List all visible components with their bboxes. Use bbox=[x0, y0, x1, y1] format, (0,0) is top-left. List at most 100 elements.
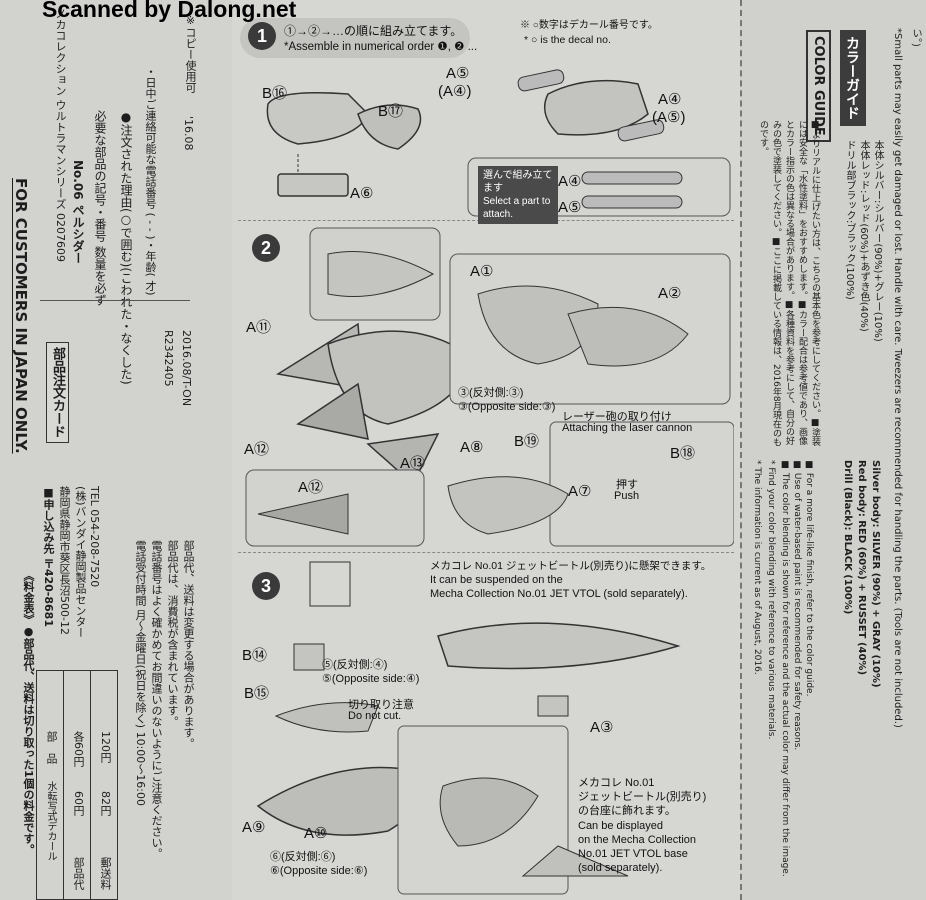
watermark: Scanned by Dalong.net bbox=[42, 0, 297, 22]
label-b14: B⑭ bbox=[242, 647, 268, 664]
select-a5: A⑤ bbox=[558, 199, 582, 216]
label-b15: B⑮ bbox=[244, 685, 270, 702]
customers-note: FOR CUSTOMERS IN JAPAN ONLY. bbox=[12, 178, 30, 454]
copy-note: ※コピー使用可 bbox=[184, 14, 197, 93]
step1-jp: ①→②→…の順に組み立てます。 bbox=[284, 24, 463, 38]
decal-note-jp: ※ ○数字はデカール番号です。 bbox=[520, 20, 658, 31]
fee-row-post-value: 120円 bbox=[99, 731, 112, 763]
color-guide-panel: ※細かいパーツは破損や紛失の恐れがあります。取り扱いに十分注意してください。ピン… bbox=[740, 0, 926, 900]
display-en-1: Can be displayed bbox=[578, 820, 664, 832]
opp5-en: ⑤(Opposite side:④) bbox=[322, 673, 420, 685]
drill-jp: ドリル部ブラック:ブラック(100%) bbox=[844, 140, 855, 300]
code-r: R2342405 bbox=[162, 330, 175, 387]
fee-row-parts-label: 部品代 bbox=[72, 857, 85, 890]
label-a4: A④ bbox=[658, 91, 682, 108]
step2-diagram bbox=[245, 227, 734, 547]
contact-phone: ・日中ご連絡可能な電話番号 ( - - )・年齢( 才) bbox=[144, 66, 157, 296]
step-number-2: 2 bbox=[252, 234, 280, 262]
push-jp: 押す bbox=[616, 479, 638, 491]
step-number-1: 1 bbox=[248, 22, 276, 50]
red-en: Red body: RED (60%) + RUSSET (40%) bbox=[856, 460, 867, 676]
label-a5: A⑤ bbox=[446, 65, 470, 82]
drill-en: Drill (Black): BLACK (100%) bbox=[842, 460, 853, 615]
label-a2: A② bbox=[658, 285, 682, 302]
label-a13: A⑬ bbox=[400, 455, 426, 472]
step-1: 1 1 ①→②→…の順に組み立てます。 *Assemble in numeric… bbox=[238, 14, 734, 224]
opp6-en: ⑥(Opposite side:⑥) bbox=[270, 865, 368, 877]
cut-jp: 切り取り注意 bbox=[348, 699, 414, 711]
fee-row-post-decal: 82円 bbox=[99, 791, 112, 816]
label-a12: A⑫ bbox=[244, 441, 270, 458]
step-number-3: 3 bbox=[252, 572, 280, 600]
select-note: 選んで組み立てます Select a part to attach. bbox=[478, 166, 558, 224]
small-parts-en: *Small parts may easily get damaged or l… bbox=[892, 28, 903, 728]
address-1: 静岡県静岡市葵区長沼500-12 bbox=[58, 486, 71, 635]
suspend-jp: メカコレ No.01 ジェットビートル(別売り)に懸架できます。 bbox=[430, 560, 712, 572]
fee-table: 部 品 水転写式デカール 部品代 各60円 60円 郵送料 120円 82円 bbox=[36, 670, 118, 900]
display-en-3: No.01 JET VTOL base bbox=[578, 848, 688, 860]
label-a7: A⑦ bbox=[568, 483, 592, 500]
note-en-4: * Find your color blending with referenc… bbox=[766, 460, 776, 740]
label-a5-paren: (A⑤) bbox=[652, 109, 686, 126]
notes-jp: ■よりリアルに仕上げたい方は、こちらの基本色を参考にしてください。■塗装には安全… bbox=[758, 120, 820, 447]
fee-row-post-label: 郵送料 bbox=[99, 857, 112, 890]
fee-header-decal: 水転写式デカール bbox=[45, 781, 56, 861]
label-a1: A① bbox=[470, 263, 494, 280]
select-note-jp: 選んで組み立てます bbox=[483, 170, 553, 194]
opp6-jp: ⑥(反対側:⑥) bbox=[270, 851, 336, 863]
label-a11: A⑪ bbox=[246, 319, 272, 336]
label-a9: A⑨ bbox=[242, 819, 266, 836]
note-en-5: * The information is current as of Augus… bbox=[752, 460, 762, 675]
decal-note-en: * ○ is the decal no. bbox=[524, 34, 611, 46]
price-change: 部品代、送料は変更する場合があります。 bbox=[182, 540, 195, 749]
display-jp-2: ジェットビートル(別売り) bbox=[578, 791, 707, 803]
step-3: 3 B⑭ B⑮ A⑨ A⑩ A③ ⑤(反対側:④) ⑤(Opposite sid… bbox=[238, 556, 734, 896]
color-guide-title-en: COLOR GUIDE bbox=[806, 30, 831, 142]
note-en-2: ■ Use of water-based paint is recommende… bbox=[792, 460, 802, 751]
step-2: 2 A⑪ A⑫ A⑬ A① A② A⑫ ③(反対側:③ bbox=[238, 224, 734, 553]
select-a4: A④ bbox=[558, 173, 582, 190]
label-a8: A⑧ bbox=[460, 439, 484, 456]
code-date: 2016.08/T-ON bbox=[180, 330, 193, 407]
step3-diagram bbox=[256, 561, 681, 895]
apply-label: ■申し込み先 〒420-8681 bbox=[42, 486, 55, 627]
push-en: Push bbox=[614, 490, 640, 502]
phone-note: 電話番号はよく確かめてお間違いのないようにご注意ください。 bbox=[150, 540, 163, 859]
opp3-jp: ③(反対側:③) bbox=[458, 387, 524, 399]
order-card-label: 部品注文カード bbox=[46, 342, 69, 443]
label-a4-paren: (A④) bbox=[438, 83, 472, 100]
small-parts-jp: ※細かいパーツは破損や紛失の恐れがあります。取り扱いに十分注意してください。ピン… bbox=[910, 28, 926, 893]
note-en-1: ■ For a more life-like finish, refer to … bbox=[804, 460, 814, 697]
step1-header bbox=[240, 18, 470, 58]
product-name: No.06 ペルシダー bbox=[71, 160, 85, 264]
suspend-en-1: It can be suspended on the bbox=[430, 574, 563, 586]
suspend-en-2: Mecha Collection No.01 JET VTOL (sold se… bbox=[430, 588, 688, 600]
order-card-panel: FOR CUSTOMERS IN JAPAN ONLY. 部品注文カード メカコ… bbox=[0, 0, 233, 900]
order-reason: ●注文された理由(○で囲む)(こわれた・なくした) bbox=[119, 110, 133, 385]
label-a6: A⑥ bbox=[350, 185, 374, 202]
price-note: 部品代は、消費税が含まれています。 bbox=[166, 540, 179, 727]
cut-en: Do not cut. bbox=[348, 710, 402, 722]
display-jp-1: メカコレ No.01 bbox=[578, 777, 655, 789]
card-divider bbox=[40, 300, 190, 301]
parts-request: 必要な部品の記号・番号 数量を必ず bbox=[93, 110, 107, 306]
label-a12-detail: A⑫ bbox=[298, 479, 324, 496]
display-jp-3: の台座に飾れます。 bbox=[578, 805, 676, 817]
telephone: TEL 054-208-7520 bbox=[88, 486, 101, 588]
color-guide-title-jp: カラーガイド bbox=[840, 30, 866, 126]
select-note-en: Select a part to attach. bbox=[483, 196, 551, 220]
label-b17: B⑰ bbox=[378, 103, 404, 120]
label-b18: B⑱ bbox=[670, 445, 696, 462]
fee-row-parts-value: 各60円 bbox=[72, 731, 85, 767]
fee-header-parts: 部 品 bbox=[45, 731, 58, 764]
series-line: メカコレクション ウルトラマンシリーズ 0207609 bbox=[54, 8, 67, 262]
assembly-area: 1 1 ①→②→…の順に組み立てます。 *Assemble in numeric… bbox=[232, 0, 740, 900]
date-code: '16.08 bbox=[182, 116, 195, 151]
label-a10: A⑩ bbox=[304, 825, 328, 842]
display-en-2: on the Mecha Collection bbox=[578, 834, 697, 846]
opp3-en: ③(Opposite side:③) bbox=[458, 401, 556, 413]
call-hours: 電話受付時間 月〜金曜日(祝日を除く) 10:00〜16:00 bbox=[134, 540, 147, 806]
note-en-3: ■ The color blending is shown for refere… bbox=[780, 460, 790, 877]
label-b19: B⑲ bbox=[514, 433, 540, 450]
